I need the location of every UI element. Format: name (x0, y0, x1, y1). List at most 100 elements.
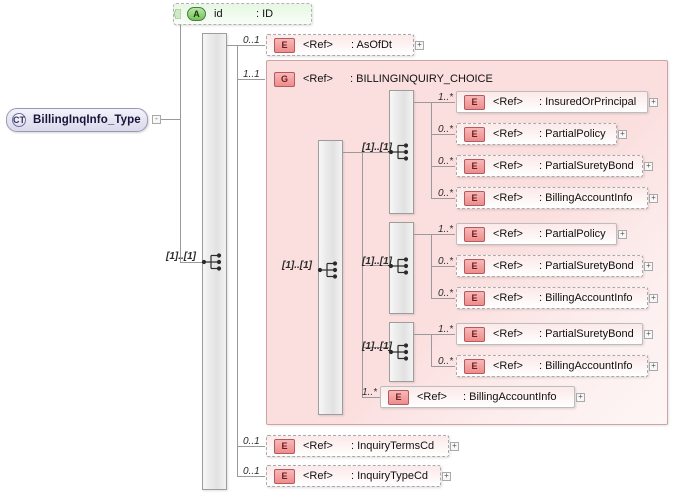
cardinality-seq3-item0: 1..* (438, 324, 454, 335)
element-name: : InquiryTermsCd (351, 440, 435, 452)
plus-icon: + (578, 391, 583, 401)
element-inquirytypecd[interactable]: E <Ref> : InquiryTypeCd (266, 465, 441, 487)
choice-branch-to-seq3 (362, 347, 389, 348)
element-name: : BillingAccountInfo (539, 360, 633, 372)
group-billinginquiry-choice-header[interactable]: G <Ref> : BILLINGINQUIRY_CHOICE (274, 68, 514, 90)
expander-billingaccountinfo-seq3[interactable]: + (649, 361, 658, 371)
expander-inquirytypecd[interactable]: + (442, 470, 451, 481)
choice-branch-stub (343, 152, 362, 153)
cardinality-inquirytermscd: 0..1 (243, 436, 260, 447)
sequence-1-to-item-1 (431, 134, 455, 135)
element-ref: <Ref> (493, 192, 523, 204)
element-badge: E (464, 94, 485, 110)
element-name: : PartialPolicy (539, 128, 606, 140)
element-name: : PartialPolicy (539, 228, 606, 240)
element-badge: E (274, 468, 295, 484)
element-badge: E (464, 258, 485, 274)
element-ref: <Ref> (417, 391, 447, 403)
sequence-3-to-item-0 (431, 334, 455, 335)
element-billingaccountinfo-seq3[interactable]: E <Ref> : BillingAccountInfo (456, 355, 648, 377)
choice-compositor-bar[interactable] (318, 140, 343, 415)
connector-ct-to-trunk (161, 119, 180, 120)
cardinality-asofdt: 0..1 (243, 35, 260, 46)
sequence-1-branch-vertical (431, 102, 432, 198)
expander-insuredorprincipal[interactable]: + (649, 97, 658, 107)
choice-branch-to-direct-item (362, 397, 380, 398)
sequence-3-branch-vertical (431, 334, 432, 366)
expander-inquirytermscd[interactable]: + (450, 440, 459, 451)
element-name: : InquiryTypeCd (351, 470, 429, 482)
root-branch-vertical (237, 45, 238, 476)
element-badge: E (464, 290, 485, 306)
element-ref: <Ref> (493, 260, 523, 272)
complextype-billinginqinfo-type[interactable]: CT BillingInqInfo_Type (6, 108, 148, 132)
element-badge: E (464, 358, 485, 374)
complextype-collapse-toggle[interactable]: - (152, 113, 161, 124)
root-sequence-cardinality: [1]..[1] (166, 251, 196, 262)
root-branch-to-inquirytermscd (237, 446, 265, 447)
cardinality-seq1-item1: 0..* (438, 124, 454, 135)
element-partialsuretybond-seq2[interactable]: E <Ref> : PartialSuretyBond (456, 255, 643, 277)
element-billingaccountinfo-seq2[interactable]: E <Ref> : BillingAccountInfo (456, 287, 648, 309)
element-partialpolicy-seq2[interactable]: E <Ref> : PartialPolicy (456, 223, 617, 245)
element-badge: E (464, 158, 485, 174)
expander-asofdt[interactable]: + (415, 39, 424, 50)
element-badge: E (464, 190, 485, 206)
group-ref: <Ref> (303, 73, 333, 85)
expander-partialsuretybond-seq3[interactable]: + (644, 328, 653, 339)
attribute-type: : ID (256, 8, 274, 20)
plus-icon: + (620, 128, 625, 138)
element-name: : BillingAccountInfo (463, 391, 557, 403)
cardinality-seq2-item1: 0..* (438, 256, 454, 267)
element-partialsuretybond-seq1[interactable]: E <Ref> : PartialSuretyBond (456, 155, 643, 177)
plus-icon: + (646, 260, 651, 270)
sequence-1-to-item-0 (431, 102, 455, 103)
element-inquirytermscd[interactable]: E <Ref> : InquiryTermsCd (266, 435, 449, 457)
element-ref: <Ref> (303, 39, 333, 51)
element-partialpolicy-seq1[interactable]: E <Ref> : PartialPolicy (456, 123, 617, 145)
element-ref: <Ref> (493, 160, 523, 172)
plus-icon: + (646, 160, 651, 170)
plus-icon: + (646, 328, 651, 338)
expander-billingaccountinfo-direct[interactable]: + (576, 391, 585, 402)
sequence-3-icon (388, 343, 409, 361)
plus-icon: + (417, 39, 422, 49)
element-ref: <Ref> (303, 440, 333, 452)
element-badge: E (274, 37, 295, 53)
attribute-id[interactable]: A id : ID (173, 3, 312, 25)
plus-icon: + (651, 292, 656, 302)
expander-partialpolicy-seq1[interactable]: + (618, 128, 627, 139)
root-branch-stub-asofdt (227, 45, 237, 46)
choice-branch-to-seq1 (362, 152, 389, 153)
expander-billingaccountinfo-seq2[interactable]: + (649, 292, 658, 303)
element-ref: <Ref> (493, 228, 523, 240)
expander-partialsuretybond-seq2[interactable]: + (644, 260, 653, 271)
choice-compositor-icon (317, 261, 338, 279)
sequence-2-bar[interactable] (389, 222, 414, 314)
attribute-clip-icon (174, 9, 181, 19)
element-ref: <Ref> (493, 128, 523, 140)
root-branch-to-choice (237, 79, 265, 80)
attribute-badge: A (187, 7, 206, 21)
minus-icon: - (155, 113, 158, 123)
element-asofdt[interactable]: E <Ref> : AsOfDt (266, 34, 414, 56)
sequence-2-cardinality: [1]..[1] (362, 256, 392, 267)
expander-partialpolicy-seq2[interactable]: + (618, 229, 627, 239)
plus-icon: + (452, 440, 457, 450)
element-name: : BillingAccountInfo (539, 292, 633, 304)
cardinality-seq2-item2: 0..* (438, 288, 454, 299)
element-partialsuretybond-seq3[interactable]: E <Ref> : PartialSuretyBond (456, 323, 643, 345)
element-name: : PartialSuretyBond (539, 328, 634, 340)
element-ref: <Ref> (493, 360, 523, 372)
cardinality-inquirytypecd: 0..1 (243, 466, 260, 477)
element-name: : PartialSuretyBond (539, 160, 634, 172)
expander-partialsuretybond-seq1[interactable]: + (644, 160, 653, 171)
element-ref: <Ref> (493, 292, 523, 304)
element-billingaccountinfo-direct[interactable]: E <Ref> : BillingAccountInfo (380, 386, 575, 408)
expander-billingaccountinfo-seq1[interactable]: + (649, 193, 658, 203)
sequence-3-cardinality: [1]..[1] (362, 341, 392, 352)
element-insuredorprincipal[interactable]: E <Ref> : InsuredOrPrincipal (456, 91, 648, 113)
element-billingaccountinfo-seq1[interactable]: E <Ref> : BillingAccountInfo (456, 187, 648, 209)
plus-icon: + (444, 470, 449, 480)
